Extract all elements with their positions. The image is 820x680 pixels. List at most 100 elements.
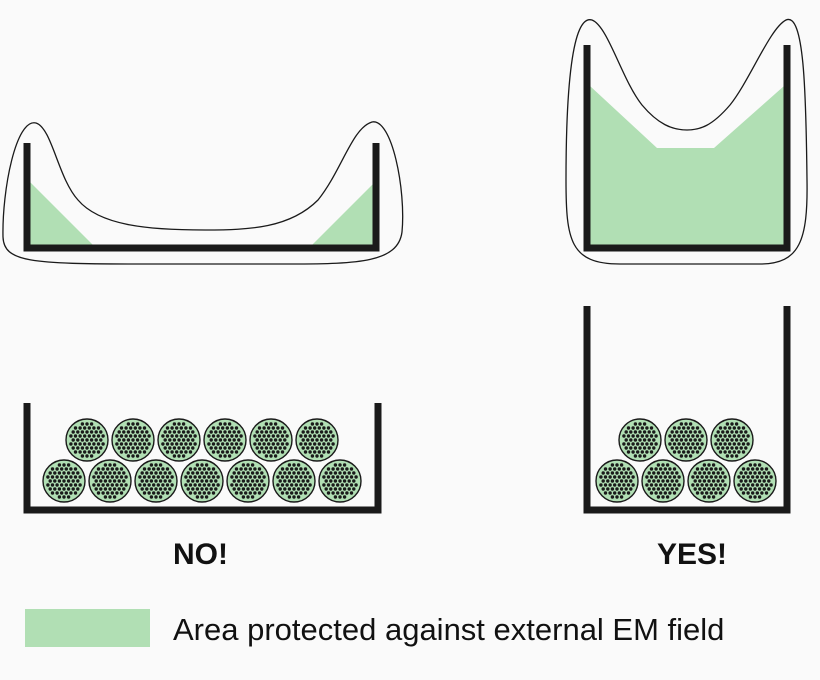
cable-conductor — [85, 454, 89, 458]
no-cable-bottom-5 — [226, 459, 270, 503]
cable-conductor — [280, 491, 285, 495]
cable-conductor — [161, 475, 165, 479]
cable-conductor — [237, 487, 241, 491]
cable-conductor — [725, 422, 730, 426]
cable-conductor — [308, 426, 312, 430]
cable-conductor — [276, 434, 280, 438]
cable-conductor — [642, 454, 647, 458]
cable-conductor — [619, 463, 624, 467]
cable-conductor — [751, 467, 755, 471]
cable-conductor — [322, 434, 326, 438]
cable-conductor — [342, 495, 347, 499]
cable-conductor — [695, 426, 700, 430]
cable-conductor — [73, 483, 78, 487]
cable-conductor — [603, 483, 608, 487]
cable-conductor — [207, 475, 211, 479]
cable-conductor — [299, 475, 303, 479]
cable-conductor — [665, 463, 670, 467]
cable-conductor — [702, 463, 707, 467]
cable-conductor — [608, 491, 612, 495]
cable-conductor — [707, 463, 711, 467]
cable-conductor — [656, 471, 661, 475]
cable-conductor — [682, 450, 686, 454]
cable-conductor — [188, 442, 193, 446]
cable-conductor — [99, 438, 103, 442]
no-cable-bottom-1 — [42, 459, 86, 503]
cable-conductor — [684, 438, 688, 442]
cable-conductor — [165, 434, 170, 438]
cable-conductor — [172, 446, 177, 450]
cable-conductor — [218, 430, 223, 434]
cable-conductor — [237, 471, 241, 475]
cable-conductor — [656, 495, 661, 499]
cable-conductor — [707, 495, 711, 499]
cable-conductor — [686, 442, 690, 446]
cable-conductor — [119, 467, 124, 471]
cable-conductor — [188, 483, 193, 487]
cable-conductor — [96, 483, 101, 487]
cable-conductor — [62, 479, 66, 483]
cable-conductor — [101, 434, 105, 438]
cable-conductor — [737, 434, 741, 438]
cable-conductor — [633, 438, 638, 442]
cable-conductor — [610, 479, 615, 483]
cable-conductor — [156, 491, 160, 495]
cable-conductor — [273, 422, 278, 426]
cable-conductor — [257, 426, 262, 430]
cable-conductor — [117, 479, 121, 483]
cable-conductor — [161, 434, 165, 438]
cable-conductor — [244, 475, 248, 479]
cable-conductor — [725, 430, 730, 434]
cable-conductor — [336, 483, 340, 487]
cable-conductor — [158, 471, 163, 475]
cable-conductor — [301, 438, 305, 442]
cable-conductor — [746, 442, 750, 446]
cable-conductor — [85, 422, 89, 426]
cable-conductor — [119, 426, 124, 430]
cable-conductor — [262, 475, 266, 479]
cable-conductor — [78, 450, 82, 454]
cable-conductor — [631, 442, 635, 446]
cable-conductor — [225, 442, 229, 446]
cable-conductor — [656, 463, 661, 467]
cable-conductor — [670, 430, 674, 434]
cable-conductor — [225, 426, 229, 430]
cable-conductor — [716, 438, 720, 442]
cable-conductor — [615, 487, 619, 491]
cable-conductor — [329, 446, 333, 450]
cable-conductor — [71, 471, 75, 475]
cable-conductor — [80, 446, 85, 450]
cable-conductor — [193, 442, 197, 446]
yes-cable-top-1 — [618, 418, 662, 462]
cable-conductor — [117, 446, 121, 450]
cable-conductor — [115, 442, 119, 446]
cable-conductor — [276, 450, 280, 454]
cable-conductor — [326, 483, 331, 487]
cable-conductor — [691, 434, 695, 438]
cable-conductor — [324, 487, 328, 491]
cable-conductor — [138, 450, 142, 454]
cable-conductor — [71, 430, 75, 434]
cable-conductor — [262, 426, 266, 430]
cable-conductor — [677, 483, 681, 487]
cable-conductor — [606, 471, 610, 475]
cable-conductor — [340, 491, 344, 495]
cable-conductor — [732, 450, 736, 454]
cable-conductor — [764, 475, 769, 479]
cable-conductor — [698, 446, 702, 450]
cable-conductor — [308, 450, 312, 454]
cable-conductor — [599, 475, 603, 479]
cable-conductor — [179, 434, 183, 438]
cable-conductor — [126, 422, 131, 426]
cable-conductor — [99, 446, 103, 450]
cable-conductor — [714, 442, 718, 446]
cable-conductor — [218, 454, 223, 458]
cable-conductor — [695, 442, 700, 446]
cable-conductor — [87, 426, 92, 430]
cable-conductor — [347, 487, 351, 491]
cable-conductor — [661, 495, 665, 499]
cable-conductor — [730, 454, 734, 458]
cable-conductor — [94, 487, 98, 491]
cable-conductor — [163, 471, 167, 475]
cable-conductor — [301, 430, 305, 434]
